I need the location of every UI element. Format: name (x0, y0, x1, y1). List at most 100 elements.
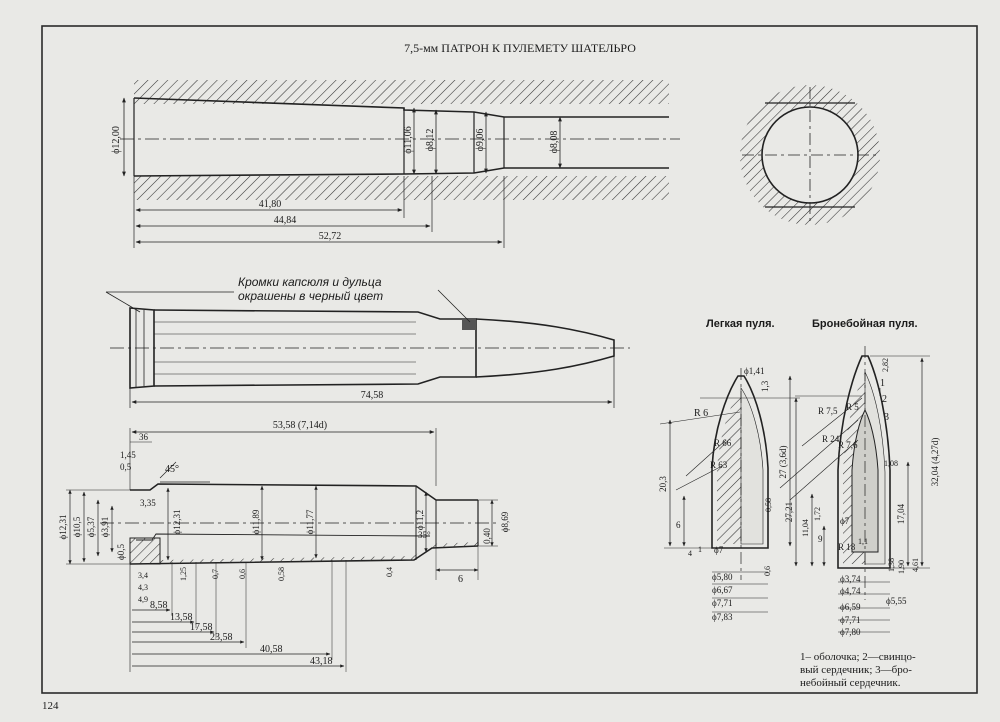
light-bullet-view (659, 368, 800, 613)
ap-bullet-view (779, 346, 930, 633)
case-bottom-length-4: 23,58 (210, 632, 233, 643)
case-neck-length: 6 (458, 574, 463, 585)
chamber-diameter-3: ϕ8,12 (425, 129, 436, 152)
case-bottom-small-3: 4,9 (138, 595, 148, 604)
case-top-dim-3: 0,5 (120, 462, 132, 472)
case-top-dim-1: 36 (139, 432, 149, 442)
ap-label-18: 1,1 (858, 537, 868, 546)
ap-label-7: R 24 (822, 434, 840, 444)
ap-label-12: 27,21 (784, 502, 794, 522)
light-label-10: 1 (698, 545, 702, 554)
ap-diameter-5: ϕ7,71 (840, 615, 861, 625)
ap-label-19: 1,38 (887, 558, 896, 572)
ap-label-9: 1,08 (884, 459, 898, 468)
chamber-diameter-2: ϕ11,06 (403, 126, 414, 153)
ap-label-17: R 18 (838, 542, 856, 552)
ap-diameter-6: ϕ7,80 (840, 627, 861, 637)
ap-diameter-1: ϕ3,74 (840, 574, 861, 584)
sheet-frame (41, 25, 978, 694)
cartridge-overall-length: 74,58 (361, 390, 384, 401)
ap-bullet-title: Бронебойная пуля. (812, 318, 918, 330)
case-top-length: 53,58 (7,14d) (273, 420, 327, 431)
light-bullet-title: Легкая пуля. (706, 318, 775, 330)
sheet-title: 7,5-мм ПАТРОН К ПУЛЕМЕТУ ШАТЕЛЬРО (404, 41, 636, 55)
page-number: 124 (42, 700, 59, 712)
case-wall-4: 0,58 (277, 567, 286, 581)
case-left-diameter-3: ϕ5,37 (86, 516, 96, 537)
chamber-diameter-1: ϕ12,00 (111, 126, 122, 154)
light-label-9: 4 (688, 549, 692, 558)
ap-label-21: 4,61 (911, 558, 920, 572)
light-label-1: ϕ1,41 (744, 366, 765, 376)
case-angle-45: 45° (165, 464, 179, 475)
legend-caption: 1– оболочка; 2—свинцо- вый сердечник; 3—… (800, 651, 916, 689)
case-left-diameter-5: ϕ0,5 (116, 544, 126, 560)
light-diameter-4: ϕ7,83 (712, 612, 733, 622)
case-inner-7: 0,40 (482, 528, 492, 544)
ap-label-10: 32,04 (4,27d) (930, 438, 940, 487)
light-label-8: 6 (676, 520, 681, 530)
light-diameter-1: ϕ5,80 (712, 572, 733, 582)
chamber-diameter-4: ϕ9,06 (475, 129, 486, 152)
case-inner-3: ϕ11,89 (251, 509, 261, 534)
case-inner-8: 35° (418, 530, 431, 540)
ap-label-3: 2 (882, 394, 887, 405)
case-inner-1: 3,35 (140, 498, 156, 508)
ap-label-1: 2,82 (881, 358, 890, 372)
ap-label-20: 1,90 (897, 560, 906, 574)
ap-label-6: R 5 (846, 402, 859, 412)
case-left-diameter-1: ϕ12,31 (58, 515, 68, 540)
case-inner-2: ϕ12,31 (172, 510, 182, 535)
ap-diameter-4: ϕ6,59 (840, 602, 861, 612)
cartridge-note-line2: окрашены в черный цвет (238, 289, 383, 303)
light-diameter-2: ϕ6,67 (712, 585, 733, 595)
ap-diameter-3: ϕ5,55 (886, 596, 907, 606)
ap-label-4: 3 (884, 412, 889, 423)
case-inner-4: ϕ11,77 (305, 509, 315, 534)
cartridge-note-line1: Кромки капсюля и дульца (238, 275, 382, 289)
case-section-view (66, 428, 500, 672)
ap-label-2: 1 (880, 378, 885, 389)
ap-label-5: R 7,5 (818, 406, 838, 416)
cartridge-view (105, 289, 630, 408)
case-bottom-length-6: 43,18 (310, 656, 333, 667)
case-wall-2: 0,7 (211, 569, 220, 579)
case-wall-1: 1,25 (179, 567, 188, 581)
light-diameter-3: ϕ7,71 (712, 598, 733, 608)
case-top-dim-2: 1,45 (120, 450, 136, 460)
chamber-length-1: 41,80 (259, 199, 282, 210)
ap-label-15: 9 (818, 534, 823, 544)
light-label-3: R 6 (694, 408, 708, 419)
light-label-13: 0,6 (763, 566, 772, 576)
case-bottom-length-5: 40,58 (260, 644, 283, 655)
case-bottom-length-1: 8,58 (150, 600, 168, 611)
case-wall-5: 0,4 (385, 567, 394, 577)
chamber-view (120, 80, 680, 248)
chamber-length-3: 52,72 (319, 231, 342, 242)
light-label-7: 27 (3,6d) (778, 446, 788, 479)
ap-label-11: 17,04 (896, 503, 906, 524)
ap-label-14: 1,72 (813, 507, 822, 521)
case-inner-5: ϕ11,2 (415, 510, 425, 530)
light-label-2: 1,3 (760, 380, 770, 392)
light-label-11: ϕ7 (714, 545, 724, 555)
ap-label-16: ϕ7 (840, 516, 850, 526)
chamber-length-2: 44,84 (274, 215, 297, 226)
case-wall-3: 0,6 (238, 569, 247, 579)
light-label-5: R 63 (710, 460, 728, 470)
ap-label-8: R 7,6 (838, 440, 858, 450)
chamber-section-view (740, 85, 880, 225)
light-label-4: R 66 (714, 438, 732, 448)
case-bottom-small-2: 4,3 (138, 583, 148, 592)
case-bottom-length-3: 17,58 (190, 622, 213, 633)
light-label-12: 0,58 (764, 498, 773, 512)
ap-diameter-2: ϕ4,74 (840, 586, 861, 596)
chamber-diameter-5: ϕ8,08 (549, 131, 560, 154)
case-bottom-small-1: 3,4 (138, 571, 148, 580)
light-label-6: 20,3 (658, 476, 668, 492)
case-bottom-length-2: 13,58 (170, 612, 193, 623)
case-left-diameter-2: ϕ10,5 (72, 516, 82, 537)
case-inner-6: ϕ8,69 (500, 511, 510, 532)
